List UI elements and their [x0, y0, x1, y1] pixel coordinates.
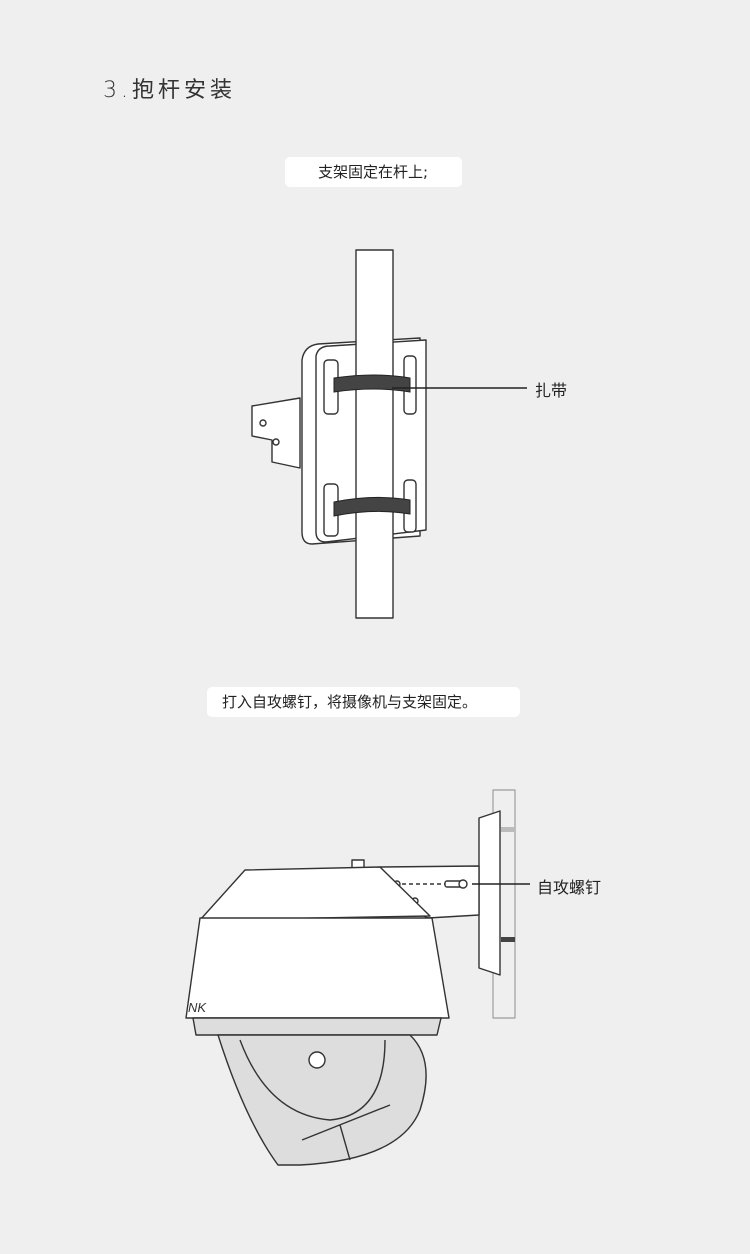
- step-2-caption: 打入自攻螺钉，将摄像机与支架固定。: [207, 687, 520, 717]
- screw-callout: 自攻螺钉: [537, 878, 602, 897]
- section-title: 3.抱杆安装: [103, 78, 236, 103]
- strap-callout: 扎带: [535, 381, 568, 400]
- step-1-caption: 支架固定在杆上;: [285, 157, 462, 187]
- brand-logo: NK: [188, 1000, 207, 1015]
